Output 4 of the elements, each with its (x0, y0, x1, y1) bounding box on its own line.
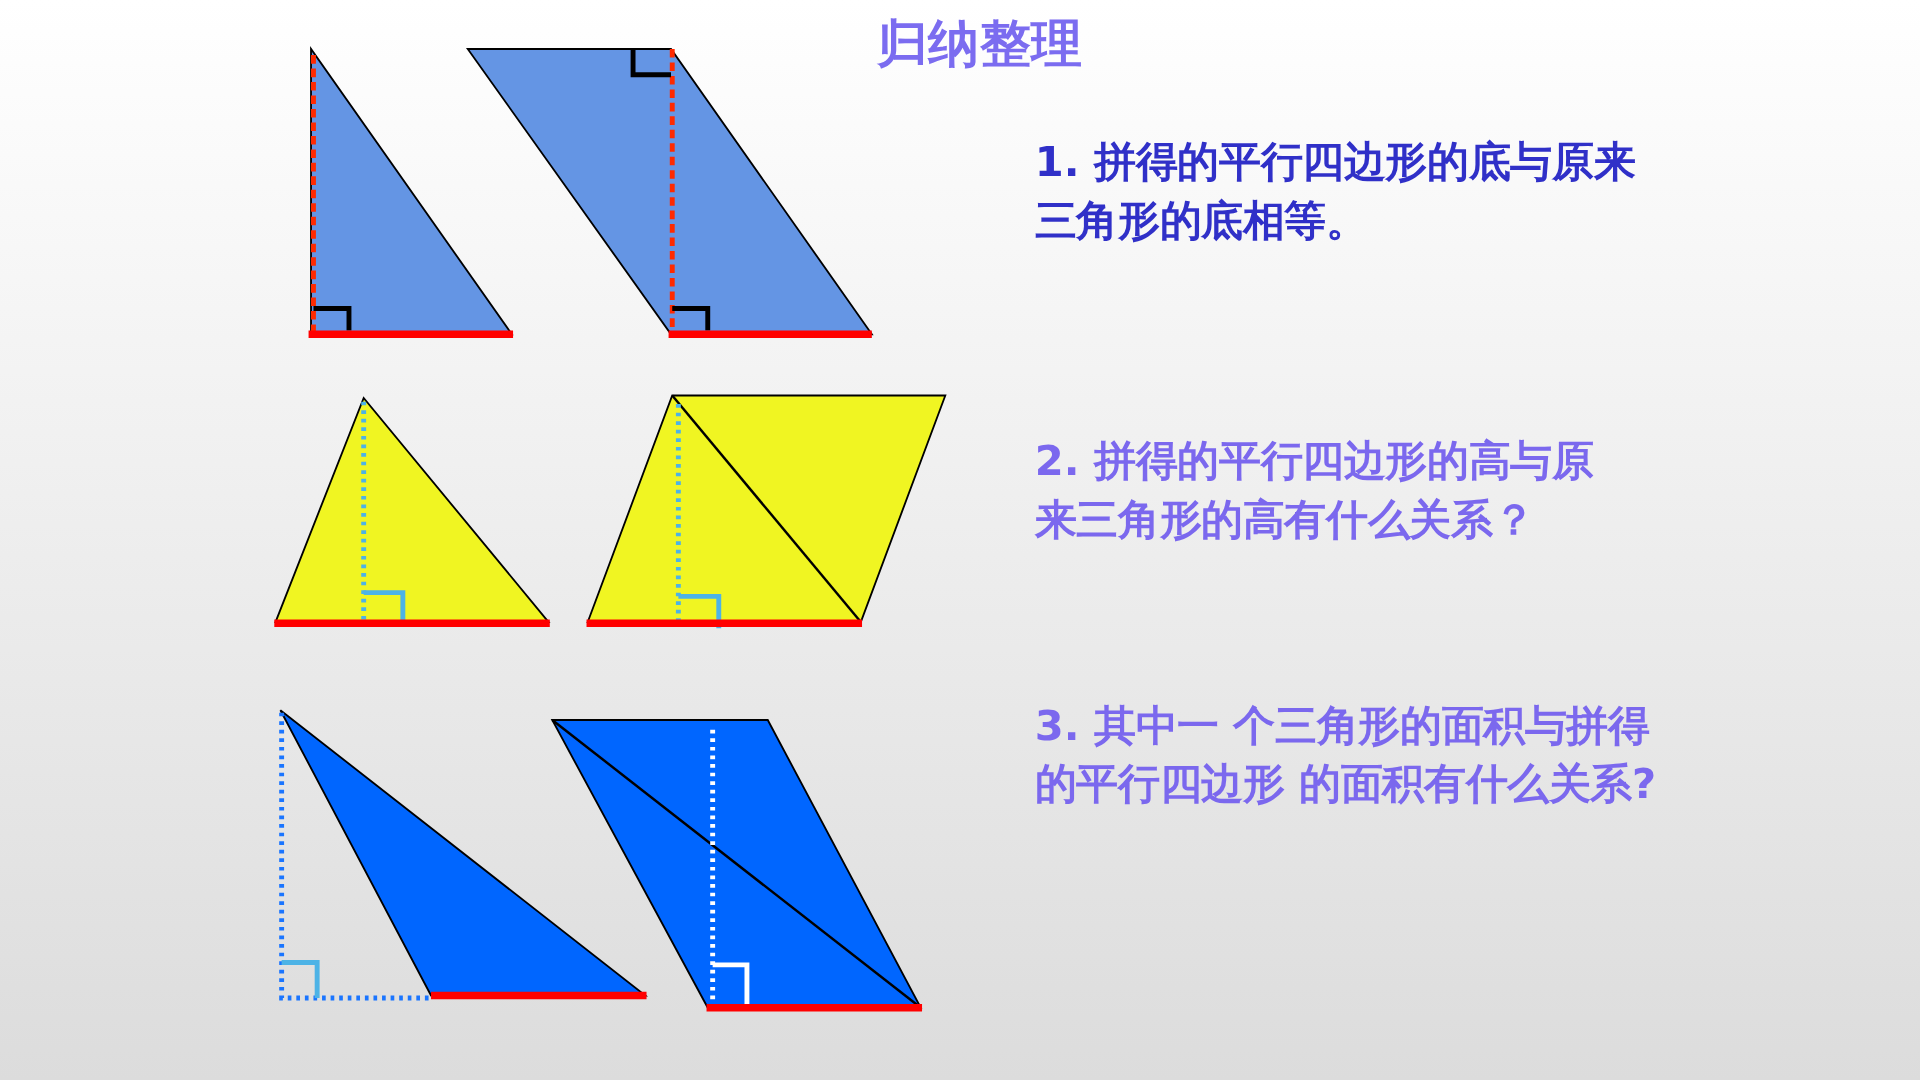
note-text: 3. 其中一 个三角形的面积与拼得的平行四边形 的面积有什么关系? (1034, 699, 1658, 811)
note-text: 2. 拼得的平行四边形的高与原来三角形的高有什么关系？ (1034, 434, 1595, 546)
note-text: 1. 拼得的平行四边形的底与原来三角形的底相等。 (1034, 136, 1637, 247)
title: 归纳整理 (875, 12, 1084, 76)
